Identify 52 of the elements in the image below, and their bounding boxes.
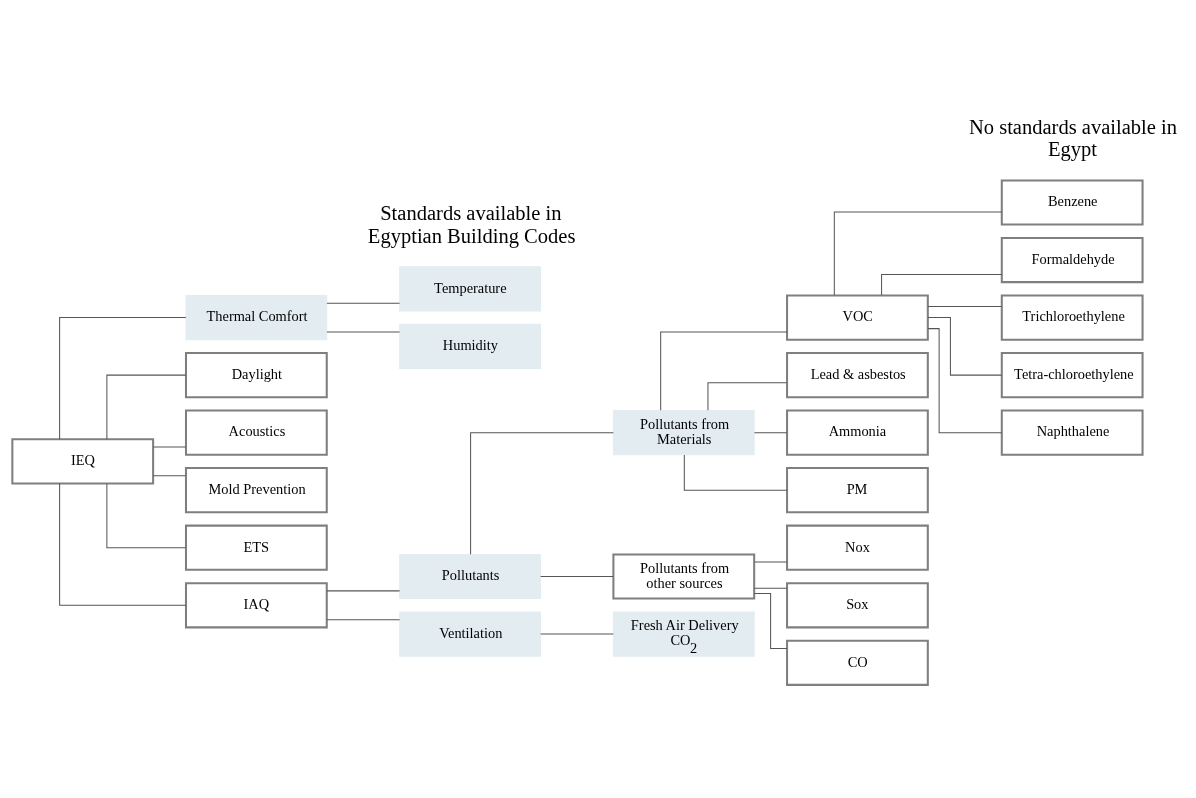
node-box: Sox: [786, 582, 929, 629]
node-box: Daylight: [184, 352, 328, 399]
connector: [59, 317, 187, 440]
node-box: Formaldehyde: [1000, 236, 1144, 284]
node-box: IAQ: [184, 582, 328, 629]
node-box: CO: [786, 639, 929, 686]
node-box: PM: [786, 467, 929, 514]
node-box: Temperature: [399, 266, 541, 312]
node-box: Ventilation: [399, 611, 541, 657]
node-box: Ammonia: [786, 409, 929, 456]
node-box: Trichloroethylene: [1000, 294, 1144, 341]
connector: [753, 592, 788, 649]
node-box: Naphthalene: [1000, 409, 1144, 456]
connector: [152, 475, 187, 477]
connector: [326, 590, 401, 592]
node-box: Tetra-chloroethylene: [1000, 352, 1144, 399]
connector: [152, 446, 187, 448]
node-box: Pollutants from other sources: [612, 553, 756, 600]
node-box: Pollutants: [399, 553, 541, 600]
node-box: Lead & asbestos: [786, 352, 929, 399]
node-box: VOC: [786, 294, 929, 341]
connector: [927, 328, 1003, 434]
connector: [660, 331, 788, 411]
connector: [927, 306, 1003, 308]
connector: [59, 483, 187, 606]
node-box: Acoustics: [184, 409, 328, 456]
node-box: Mold Prevention: [184, 467, 328, 514]
node-box: Nox: [786, 524, 929, 571]
connector: [753, 432, 788, 434]
node-box: Thermal Comfort: [185, 294, 328, 341]
node-box: Pollutants from Materials: [612, 410, 755, 456]
label: No standards available in Egypt: [968, 115, 1178, 161]
connector: [753, 561, 788, 563]
connector: [326, 331, 401, 333]
connector: [326, 619, 401, 621]
connector: [927, 317, 1003, 376]
node-box: ETS: [184, 524, 328, 571]
connector: [106, 483, 187, 549]
connector: [540, 633, 614, 635]
node-box: IEQ: [11, 438, 155, 485]
connector: [470, 432, 614, 555]
connector: [707, 382, 788, 411]
connector: [833, 211, 1003, 296]
node-box: Humidity: [399, 323, 541, 369]
connector: [753, 587, 788, 589]
connector: [683, 454, 788, 491]
label: Standards available in Egyptian Building Codes: [367, 201, 576, 247]
connector: [326, 302, 401, 304]
node-box: Benzene: [1000, 179, 1144, 226]
connector: [540, 575, 614, 577]
connector: [881, 273, 1003, 296]
connector: [106, 374, 187, 440]
